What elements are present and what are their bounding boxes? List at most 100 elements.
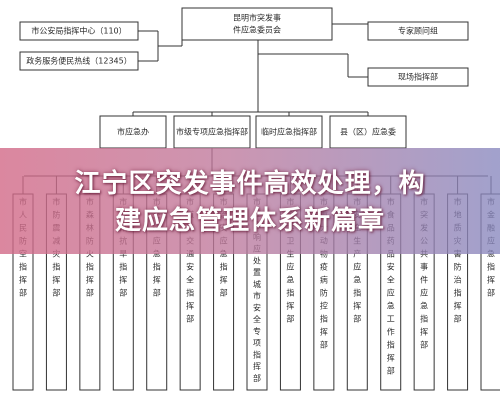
level3-char-5-6: 指 (153, 262, 161, 272)
level3-char-1-7: 挥 (19, 275, 27, 285)
level2-box-1-label: 市应急办 (117, 127, 149, 137)
level2-box-3-box (255, 115, 323, 149)
top-committee-label-1: 昆明市突发事 (233, 13, 281, 23)
level3-char-11-10: 部 (353, 314, 361, 324)
level3-char-8-13: 项 (253, 339, 261, 348)
headline-line-2: 建应急管理体系新篇章 (114, 206, 385, 236)
level3-char-10-7: 病 (320, 275, 328, 285)
level3-char-7-6: 指 (220, 262, 228, 272)
level3-char-12-8: 应 (387, 288, 395, 298)
level3-char-6-7: 全 (186, 275, 194, 285)
left-box-2-box (19, 51, 139, 71)
level3-char-9-6: 应 (286, 262, 294, 272)
level3-char-6-6: 安 (186, 262, 194, 272)
level3-char-9-10: 部 (286, 314, 294, 324)
level2-box-2-box (173, 115, 251, 149)
level3-char-11-7: 急 (353, 275, 361, 285)
level3-char-12-10: 工 (387, 315, 395, 324)
level3-char-8-12: 专 (253, 326, 261, 336)
level3-char-13-9: 急 (420, 301, 428, 311)
level3-char-7-8: 部 (220, 288, 228, 298)
headline-banner (0, 148, 500, 254)
level3-char-5-7: 挥 (153, 275, 161, 285)
right-box-1-label: 专家顾问组 (398, 26, 438, 36)
level3-char-12-5: 品 (387, 250, 395, 259)
level2-box-1-box (99, 115, 167, 149)
level3-char-2-7: 挥 (52, 275, 60, 285)
level3-char-8-14: 指 (253, 349, 261, 359)
level3-char-8-6: 处 (253, 255, 261, 265)
level3-char-12-11: 作 (387, 327, 395, 337)
level3-char-4-7: 挥 (119, 275, 127, 285)
top-committee-label-2: 件应急委员会 (233, 25, 281, 35)
level3-char-8-8: 城 (253, 280, 261, 289)
level3-char-13-10: 指 (420, 314, 428, 324)
level3-char-12-12: 指 (387, 340, 395, 350)
top-committee-box (181, 7, 333, 41)
level3-char-2-6: 指 (52, 262, 60, 272)
level3-char-8-7: 置 (253, 268, 261, 277)
level3-char-9-9: 挥 (286, 301, 294, 311)
level3-char-6-9: 挥 (186, 301, 194, 311)
level3-char-4-8: 部 (119, 288, 127, 298)
left-box-1-label: 市公安局指挥中心（110） (31, 26, 126, 36)
level3-char-1-6: 指 (19, 262, 27, 272)
level3-char-14-7: 治 (454, 275, 462, 285)
level3-char-4-6: 指 (119, 262, 127, 272)
level3-char-11-6: 应 (353, 262, 361, 272)
headline-line-1: 江宁区突发事件高效处理，构 (74, 169, 426, 199)
level3-char-11-8: 指 (353, 288, 361, 298)
level3-char-13-12: 部 (420, 340, 428, 350)
right-box-1-box (367, 21, 469, 41)
level3-char-15-7: 挥 (487, 275, 495, 285)
level3-char-13-6: 事 (420, 262, 428, 272)
left-box-2-label: 政务服务便民热线（12345） (26, 56, 131, 66)
level3-char-15-6: 指 (487, 262, 495, 272)
level3-char-13-8: 应 (420, 288, 428, 298)
level3-char-10-12: 部 (320, 340, 328, 350)
level3-char-14-9: 挥 (454, 301, 462, 311)
level3-char-3-7: 挥 (86, 275, 94, 285)
level3-char-13-5: 共 (420, 250, 428, 259)
level3-char-12-13: 挥 (387, 353, 395, 363)
level3-char-12-14: 部 (387, 366, 395, 376)
level3-char-8-10: 安 (253, 302, 261, 312)
level3-char-9-7: 急 (286, 275, 294, 285)
level3-char-6-8: 指 (186, 288, 194, 298)
level2-box-3-label: 临时应急指挥部 (261, 127, 317, 137)
level3-char-14-10: 部 (454, 314, 462, 324)
level3-char-13-7: 件 (420, 275, 428, 285)
level3-char-11-9: 挥 (353, 301, 361, 311)
level3-char-9-8: 指 (286, 288, 294, 298)
level3-char-14-8: 指 (454, 288, 462, 298)
level3-char-3-5: 火 (86, 250, 94, 259)
level3-char-8-16: 部 (253, 373, 261, 383)
level3-char-5-8: 部 (153, 288, 161, 298)
level3-char-12-9: 急 (387, 301, 395, 311)
level3-char-8-9: 市 (253, 291, 261, 301)
level3-char-14-6: 防 (454, 262, 462, 272)
level3-char-10-11: 挥 (320, 327, 328, 337)
level2-box-2-label: 市级专项应急指挥部 (176, 127, 248, 137)
level3-char-7-7: 挥 (220, 275, 228, 285)
right-box-2-label: 现场指挥部 (398, 72, 438, 82)
level3-char-8-15: 挥 (253, 361, 261, 371)
level3-char-8-11: 全 (253, 314, 261, 324)
level3-char-3-8: 部 (86, 288, 94, 298)
level3-char-2-8: 部 (52, 288, 60, 298)
level3-char-10-6: 疫 (320, 262, 328, 272)
right-box-2-box (367, 67, 469, 87)
level3-char-1-8: 部 (19, 288, 27, 298)
level2-box-4-box (329, 115, 407, 149)
level3-char-13-11: 挥 (420, 327, 428, 337)
level3-char-15-8: 部 (487, 288, 495, 298)
level3-char-10-10: 指 (320, 314, 328, 324)
level3-char-10-9: 控 (320, 301, 328, 311)
level3-char-4-5: 旱 (119, 250, 127, 259)
level3-char-6-10: 部 (186, 314, 194, 324)
left-box-1-box (19, 21, 139, 41)
level2-box-4-label: 县（区）应急委 (340, 127, 396, 137)
level3-char-10-8: 防 (320, 288, 328, 298)
level3-char-12-7: 全 (387, 275, 395, 285)
level3-char-12-6: 安 (387, 262, 395, 272)
